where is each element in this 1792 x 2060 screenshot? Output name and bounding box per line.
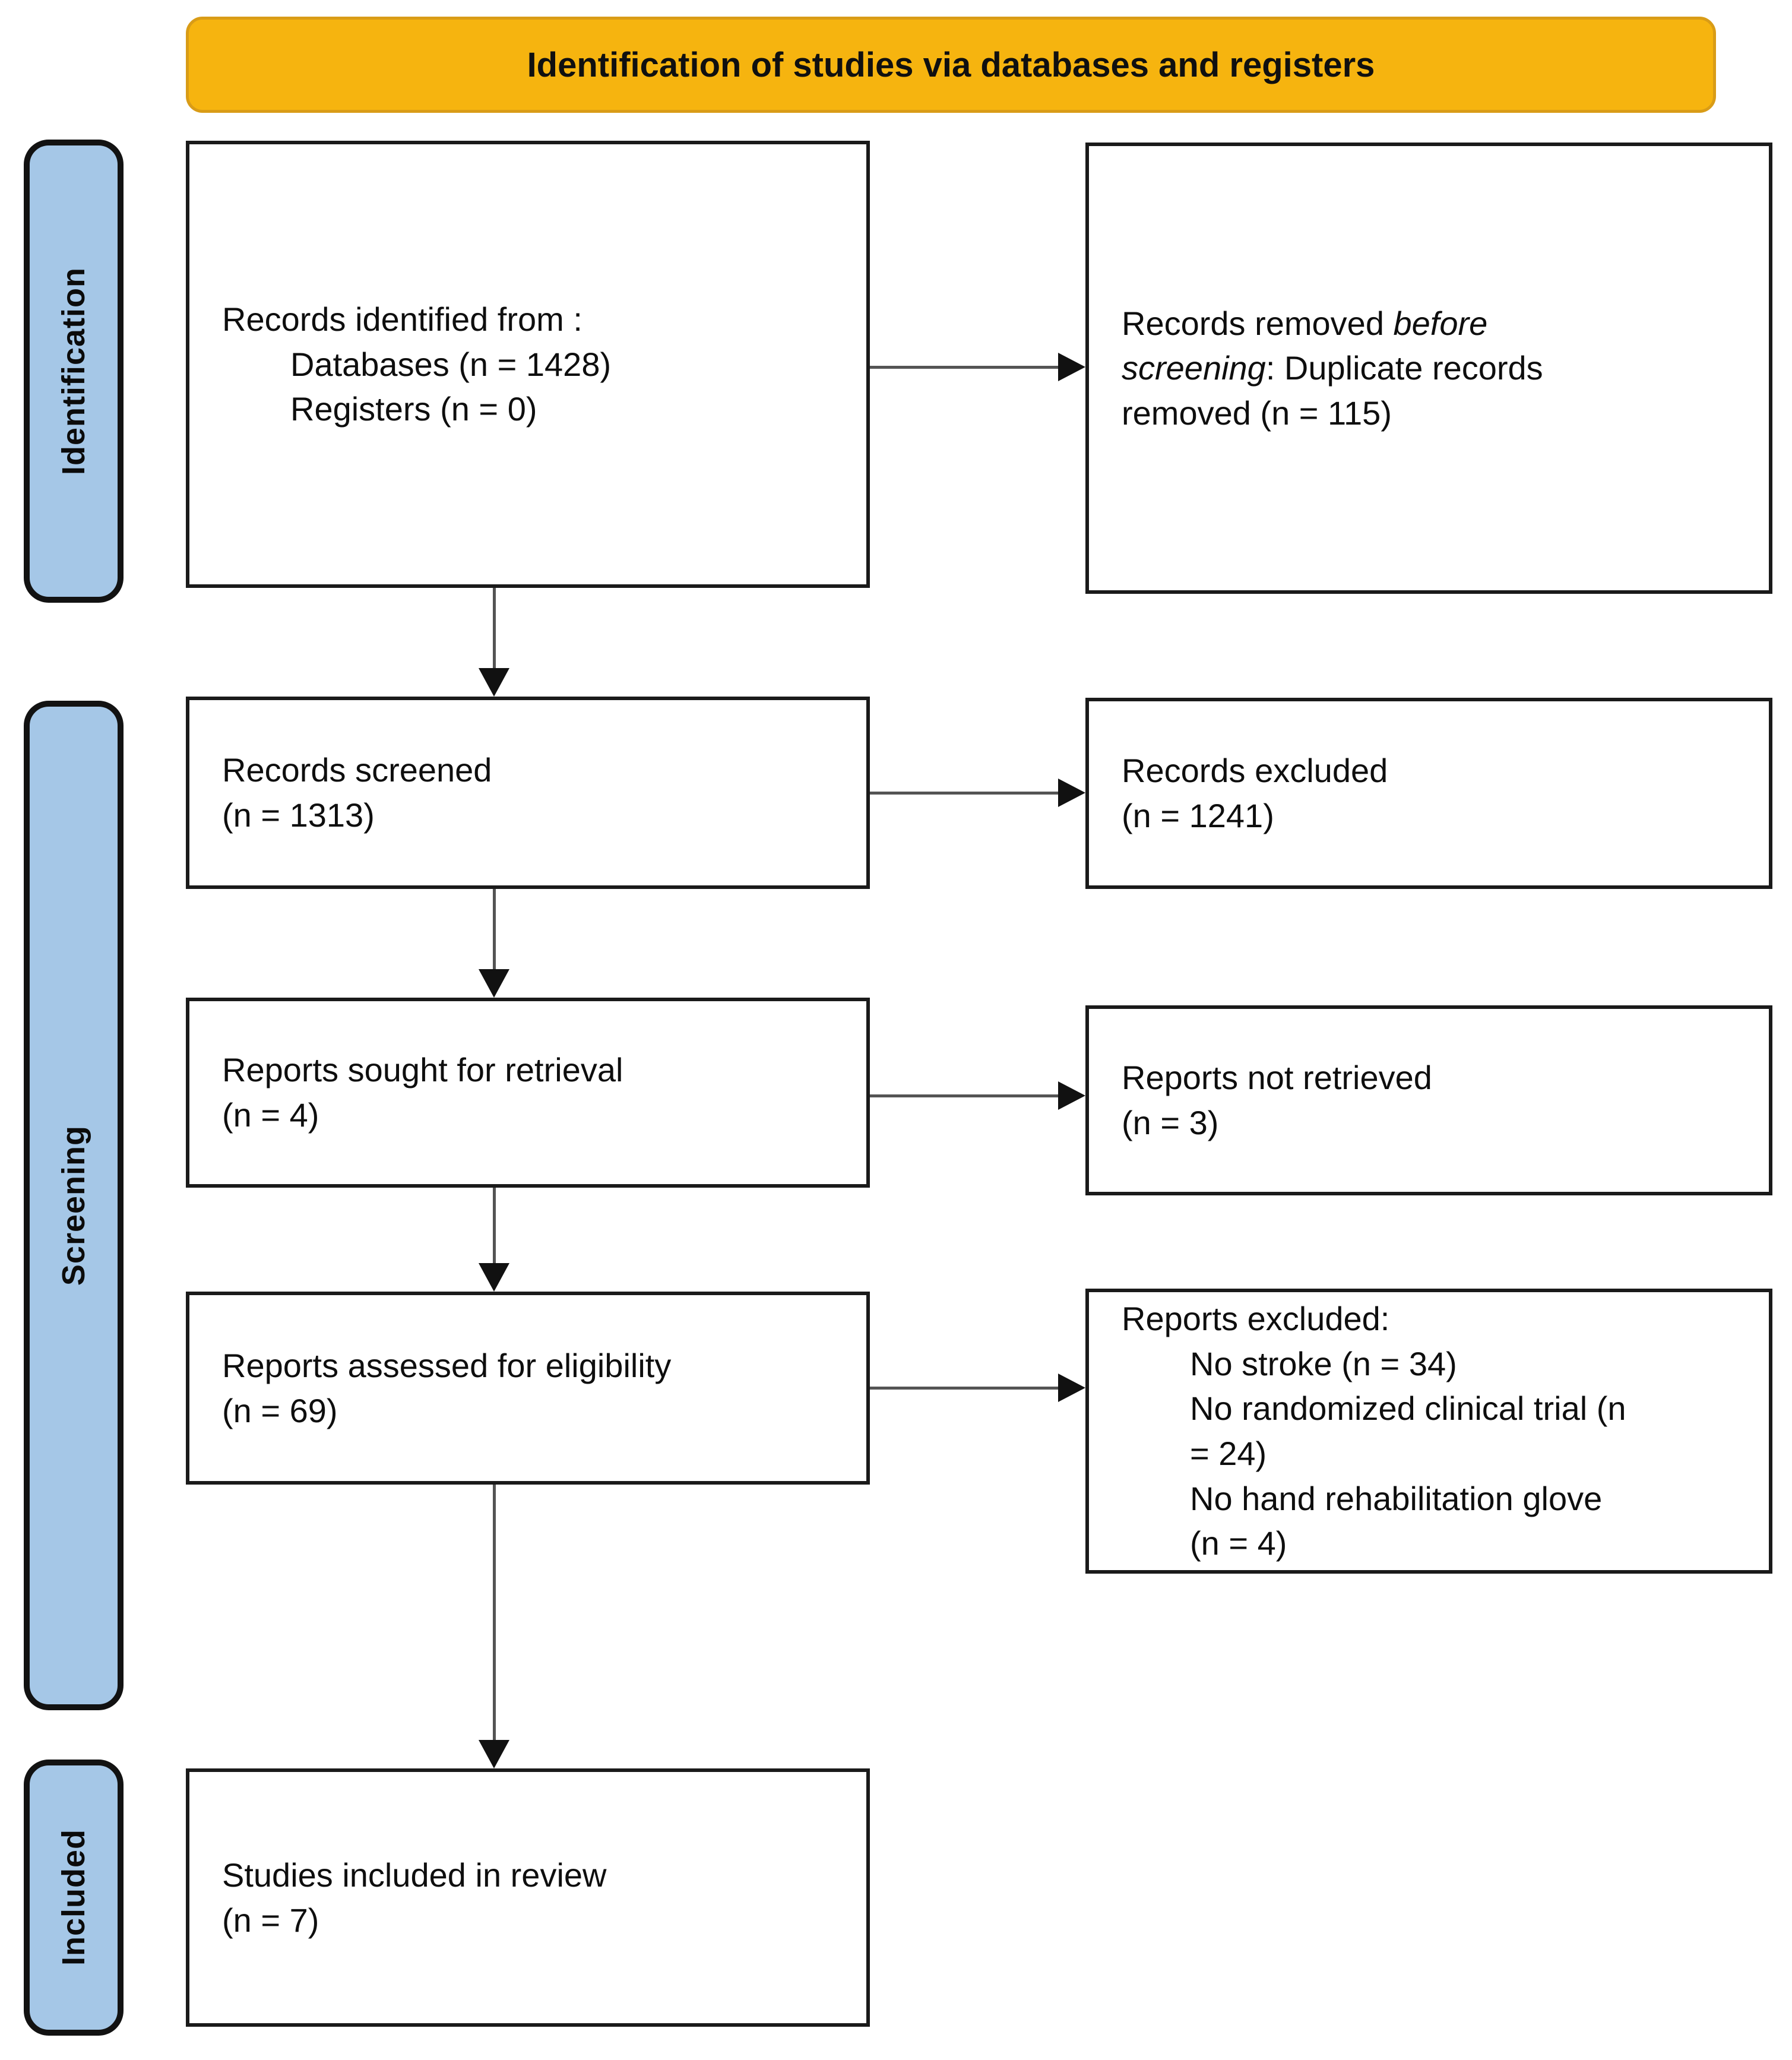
box-records-excluded: Records excluded (n = 1241) (1085, 698, 1772, 889)
arrow-line (870, 1094, 1058, 1097)
records-screened-count: (n = 1313) (222, 796, 375, 834)
records-removed-text: Records removed before screening: Duplic… (1122, 301, 1573, 436)
arrow-line (870, 365, 1058, 369)
studies-included-label: Studies included in review (222, 1856, 607, 1894)
arrow-line (870, 1386, 1058, 1390)
arrow-head-right-icon (1058, 1374, 1085, 1402)
removed-prefix: Records removed (1122, 304, 1394, 342)
banner-title-text: Identification of studies via databases … (527, 45, 1375, 84)
arrow-head-right-icon (1058, 1081, 1085, 1110)
banner-title: Identification of studies via databases … (186, 17, 1716, 113)
arrow-identified-to-removed (870, 353, 1085, 381)
box-studies-included: Studies included in review (n = 7) (186, 1768, 870, 2027)
box-records-screened: Records screened (n = 1313) (186, 697, 870, 889)
stage-tab-identification: Identification (24, 140, 124, 603)
records-identified-registers: Registers (n = 0) (290, 390, 537, 428)
reports-not-retrieved-label: Reports not retrieved (1122, 1059, 1432, 1097)
records-identified-heading: Records identified from : (222, 300, 582, 338)
records-screened-label: Records screened (222, 751, 492, 789)
reports-assessed-label: Reports assessed for eligibility (222, 1346, 672, 1384)
arrow-head-down-icon (479, 1740, 509, 1768)
box-reports-not-retrieved: Reports not retrieved (n = 3) (1085, 1005, 1772, 1195)
records-excluded-count: (n = 1241) (1122, 797, 1274, 834)
reports-assessed-count: (n = 69) (222, 1391, 338, 1429)
arrow-line (870, 791, 1058, 795)
arrow-head-down-icon (479, 969, 509, 998)
arrow-head-right-icon (1058, 353, 1085, 381)
arrow-head-down-icon (479, 668, 509, 697)
reports-sought-count: (n = 4) (222, 1096, 319, 1134)
arrow-head-right-icon (1058, 779, 1085, 807)
box-records-identified: Records identified from : Databases (n =… (186, 141, 870, 588)
stage-tab-screening: Screening (24, 701, 124, 1710)
arrow-sought-to-not-retrieved (870, 1081, 1085, 1110)
reports-sought-label: Reports sought for retrieval (222, 1051, 623, 1089)
removed-suffix: : Duplicate records removed (n = 115) (1122, 349, 1543, 432)
reports-not-retrieved-count: (n = 3) (1122, 1104, 1219, 1141)
records-excluded-label: Records excluded (1122, 752, 1388, 790)
reports-excluded-reason-no-glove: No hand rehabilitation glove (n = 4) (1190, 1479, 1603, 1562)
arrow-head-down-icon (479, 1263, 509, 1292)
box-reports-excluded: Reports excluded: No stroke (n = 34) No … (1085, 1289, 1772, 1574)
box-reports-assessed: Reports assessed for eligibility (n = 69… (186, 1292, 870, 1485)
box-records-removed: Records removed before screening: Duplic… (1085, 143, 1772, 594)
arrow-screened-to-excluded (870, 779, 1085, 807)
arrow-assessed-to-included (479, 1485, 509, 1768)
box-reports-sought: Reports sought for retrieval (n = 4) (186, 998, 870, 1188)
removed-italic: before screening (1122, 304, 1488, 387)
arrow-line (492, 1485, 496, 1740)
arrow-screened-to-sought (479, 889, 509, 998)
records-identified-databases: Databases (n = 1428) (290, 345, 612, 383)
arrow-line (492, 588, 496, 668)
arrow-line (492, 1188, 496, 1263)
arrow-line (492, 889, 496, 969)
arrow-assessed-to-reports-excluded (870, 1374, 1085, 1402)
arrow-sought-to-assessed (479, 1188, 509, 1292)
reports-excluded-heading: Reports excluded: (1122, 1300, 1390, 1338)
stage-label-identification: Identification (56, 267, 91, 475)
stage-label-screening: Screening (56, 1125, 91, 1286)
arrow-identified-to-screened (479, 588, 509, 697)
stage-label-included: Included (56, 1829, 91, 1966)
reports-excluded-reason-no-stroke: No stroke (n = 34) (1190, 1344, 1457, 1382)
reports-excluded-reason-no-rct: No randomized clinical trial (n = 24) (1190, 1390, 1626, 1472)
studies-included-count: (n = 7) (222, 1901, 319, 1939)
stage-tab-included: Included (24, 1760, 124, 2036)
